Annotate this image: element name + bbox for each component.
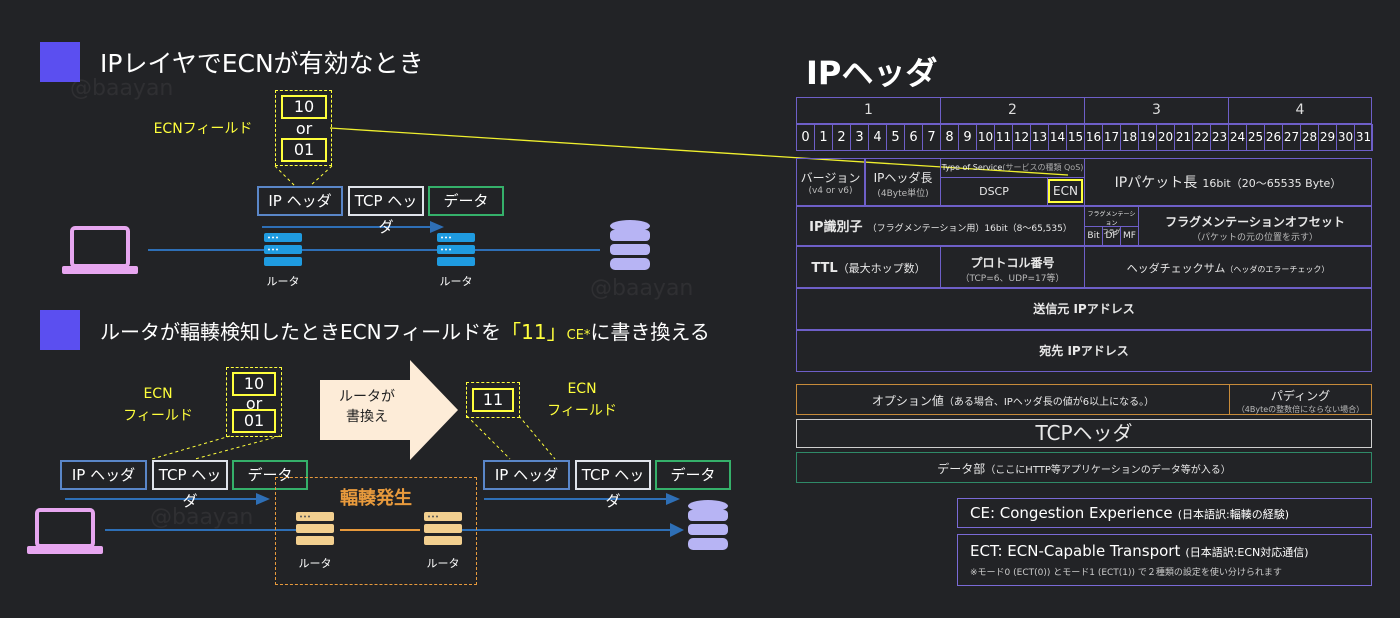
router-label: ルータ (426, 557, 460, 570)
field-source-address: 送信元 IPアドレス (796, 288, 1372, 330)
bit-cell: 30 (1336, 124, 1355, 151)
bit-cell: 17 (1102, 124, 1121, 151)
packet-data: データ (428, 186, 504, 216)
bit-cell: 21 (1174, 124, 1193, 151)
router-label: ルータ (439, 275, 473, 288)
bit-cell: 23 (1210, 124, 1229, 151)
field-ttl: TTL（最大ホップ数） (796, 246, 941, 288)
bit-cell: 13 (1030, 124, 1049, 151)
ce-definition: CE: Congestion Experience (日本語訳:輻輳の経験) (957, 498, 1372, 528)
bit-cell: 26 (1264, 124, 1283, 151)
bit-cell: 14 (1048, 124, 1067, 151)
field-tos: Type of Service(サービスの種類 QoS) (940, 158, 1085, 178)
bit-cell: 10 (976, 124, 995, 151)
bit-cell: 18 (1120, 124, 1139, 151)
field-padding: パディング （4Byteの整数倍にならない場合） (1229, 384, 1372, 415)
ecn-or: or (245, 394, 263, 413)
section1-marker (40, 42, 80, 82)
ecn-value-01: 01 (281, 138, 327, 162)
ecn-value-group (466, 382, 520, 418)
bit-cell: 6 (904, 124, 923, 151)
ecn-value-10: 10 (232, 372, 276, 396)
router-label: ルータ (298, 557, 332, 570)
packet-ip-header: IP ヘッダ (483, 460, 570, 490)
bit-cell: 28 (1300, 124, 1319, 151)
ect-definition: ECT: ECN-Capable Transport (日本語訳:ECN対応通信… (957, 534, 1372, 586)
byte-number: 3 (1152, 102, 1161, 118)
ecn-value-group (275, 90, 332, 166)
bit-cell: 19 (1138, 124, 1157, 151)
flag-df: DF (1102, 226, 1121, 246)
rewrite-arrow-shape (320, 360, 458, 460)
field-ecn: ECN (1048, 179, 1083, 203)
ip-header-title: IPヘッダ (806, 54, 938, 92)
ecn-label-left: ECN フィールド (123, 386, 193, 424)
ecn-value-11: 11 (472, 388, 514, 412)
byte-number: 1 (864, 102, 873, 118)
bit-cell: 20 (1156, 124, 1175, 151)
router-label: ルータ (266, 275, 300, 288)
bit-cell: 27 (1282, 124, 1301, 151)
packet-ip-header: IP ヘッダ (60, 460, 147, 490)
bit-cell: 0 (796, 124, 815, 151)
rewrite-arrow-text: ルータが 書換え (339, 389, 395, 425)
congestion-label: 輻輳発生 (340, 488, 412, 509)
bit-cell: 31 (1354, 124, 1373, 151)
section1-title: IPレイヤでECNが有効なとき (100, 49, 424, 78)
ecn-value-group (226, 367, 282, 437)
section2-marker (40, 310, 80, 350)
ecn-link-line (329, 127, 1069, 176)
bit-cell: 22 (1192, 124, 1211, 151)
bit-cell: 3 (850, 124, 869, 151)
bit-cell: 12 (1012, 124, 1031, 151)
bit-cell: 16 (1084, 124, 1103, 151)
bit-cell: 15 (1066, 124, 1085, 151)
packet-tcp-header: TCP ヘッダ (348, 186, 424, 236)
byte-number: 4 (1295, 102, 1305, 118)
field-destination-address: 宛先 IPアドレス (796, 330, 1372, 372)
bit-cell: 8 (940, 124, 959, 151)
ecn-label-right: ECN フィールド (547, 381, 617, 419)
bit-cell: 9 (958, 124, 977, 151)
watermark: @baayan (590, 276, 694, 301)
tcp-header-block: TCPヘッダ (796, 419, 1372, 448)
watermark: @baayan (150, 505, 254, 530)
bit-cell: 29 (1318, 124, 1337, 151)
field-identification: IP識別子 （フラグメンテーション用）16bit（8〜65,535） (796, 206, 1085, 246)
field-ihl: IPヘッダ長 (4Byte単位) (865, 158, 941, 206)
data-block: データ部（ここにHTTP等アプリケーションのデータ等が入る） (796, 452, 1372, 483)
bit-cell: 11 (994, 124, 1013, 151)
bit-cell: 5 (886, 124, 905, 151)
flag-mf: MF (1120, 226, 1139, 246)
ecn-or: or (295, 119, 313, 138)
bit-cell: 2 (832, 124, 851, 151)
field-dscp: DSCP (940, 177, 1048, 206)
bit-cell: 25 (1246, 124, 1265, 151)
bit-cell: 1 (814, 124, 833, 151)
ect-note: ※モード0 (ECT(0)) とモード1 (ECT(1)) で２種類の設定を使い… (970, 568, 1282, 578)
bit-cell: 7 (922, 124, 941, 151)
field-checksum: ヘッダチェックサム（ヘッダのエラーチェック） (1084, 246, 1372, 288)
field-fragment-offset: フラグメンテーションオフセット （パケットの元の位置を示す） (1138, 206, 1372, 246)
ecn-value-01: 01 (232, 409, 276, 433)
ecn-value-10: 10 (281, 95, 327, 119)
flag-bit: Bit (1084, 226, 1103, 246)
bit-cell: 24 (1228, 124, 1247, 151)
ecn-field-label: ECNフィールド (153, 121, 253, 137)
packet-data: データ (232, 460, 308, 490)
packet-tcp-header: TCP ヘッダ (575, 460, 651, 510)
field-protocol: プロトコル番号 （TCP=6、UDP=17等） (940, 246, 1085, 288)
congestion-area (275, 477, 477, 585)
packet-data: データ (655, 460, 731, 490)
field-options: オプション値（ある場合、IPヘッダ長の値が6以上になる。） (796, 384, 1230, 415)
section2-title: ルータが輻輳検知したときECNフィールドを「11」CE*に書き換える (100, 320, 710, 344)
bit-cell: 4 (868, 124, 887, 151)
watermark: @baayan (70, 76, 174, 101)
field-total-length: IPパケット長 16bit（20〜65535 Byte） (1084, 158, 1372, 206)
packet-ip-header: IP ヘッダ (257, 186, 343, 216)
byte-number: 2 (1008, 102, 1017, 118)
packet-tcp-header: TCP ヘッダ (152, 460, 228, 510)
field-version: バージョン (v4 or v6) (796, 158, 865, 206)
